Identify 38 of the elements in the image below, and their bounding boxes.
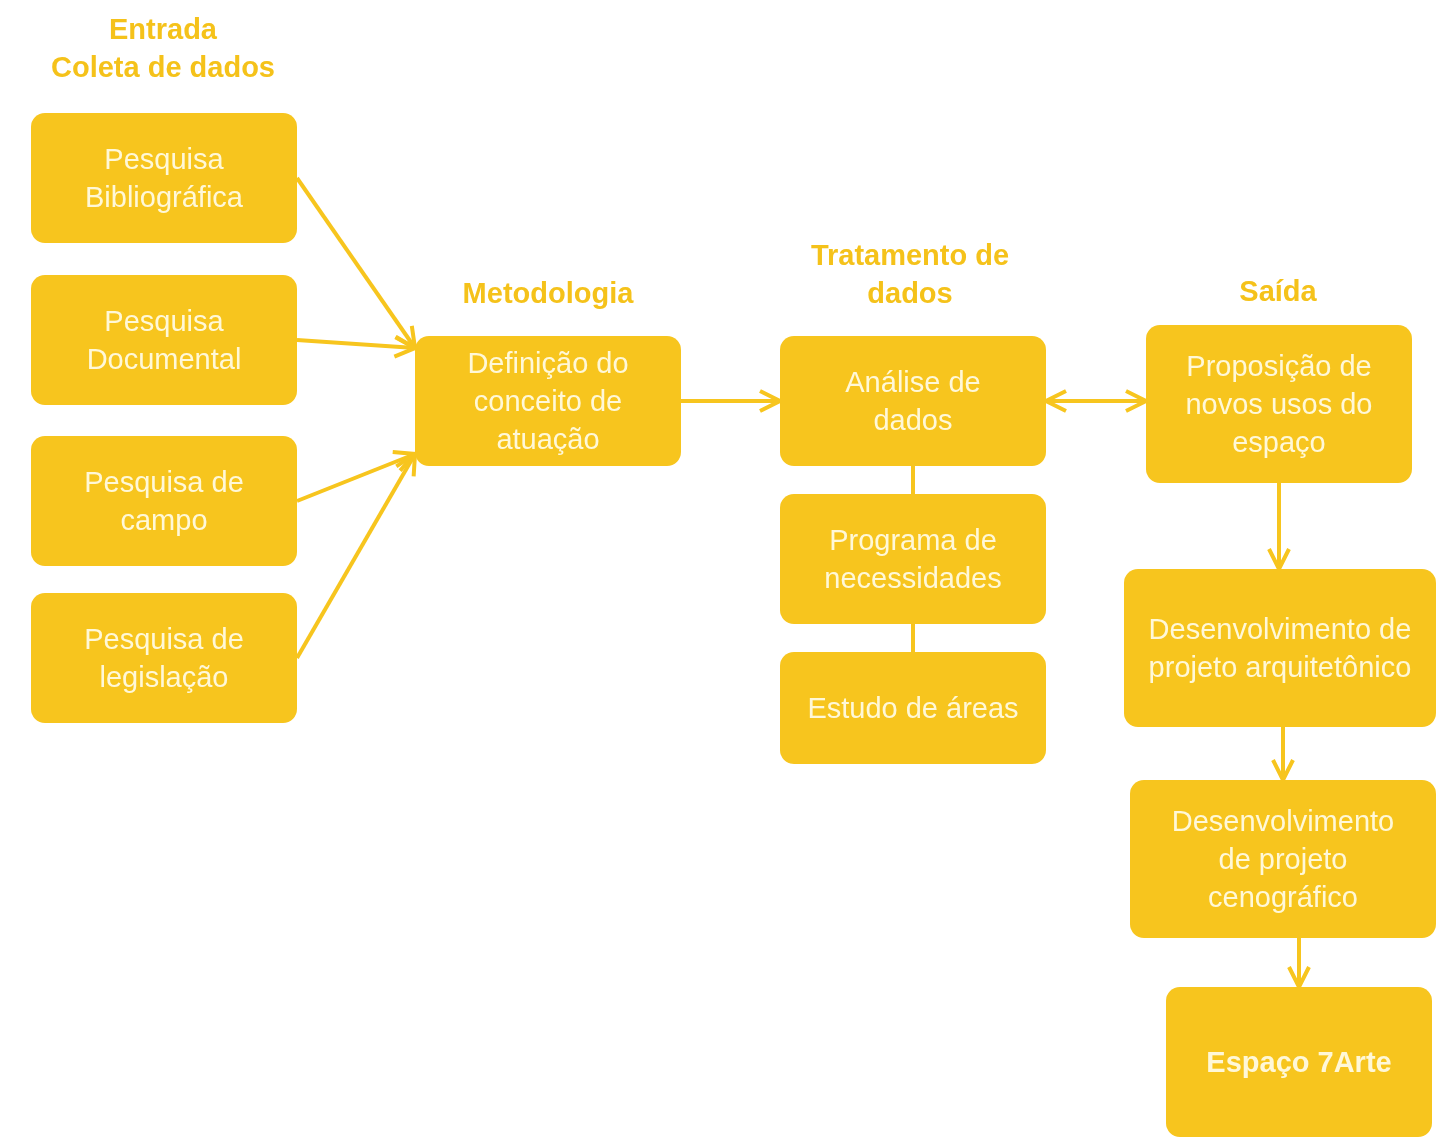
arrow xyxy=(1287,938,1311,989)
box-text: Definição do conceito de atuação xyxy=(466,346,630,457)
box-text: Análise de dados xyxy=(844,365,982,438)
arrow xyxy=(296,450,417,503)
box-text: Programa de necessidades xyxy=(823,523,1003,596)
process-box xyxy=(415,336,681,466)
box-text: Desenvolvimento de projeto arquitetônico xyxy=(1148,612,1412,685)
column-heading: Metodologia xyxy=(461,276,635,311)
arrow xyxy=(296,334,417,359)
process-box xyxy=(780,652,1046,764)
column-heading: Tratamento de dados xyxy=(809,238,1011,311)
process-box xyxy=(31,113,297,243)
box-text: Pesquisa de campo xyxy=(83,465,245,538)
arrow xyxy=(681,389,782,413)
process-box xyxy=(31,275,297,405)
column-heading: Entrada xyxy=(108,12,218,47)
column-heading: Coleta de dados xyxy=(50,50,276,85)
process-box xyxy=(780,336,1046,466)
process-box xyxy=(1146,325,1412,483)
connector-line xyxy=(911,466,915,494)
box-text: Espaço 7Arte xyxy=(1206,1045,1392,1080)
box-text: Pesquisa Bibliográfica xyxy=(84,142,244,215)
box-text: Proposição de novos usos do espaço xyxy=(1184,349,1374,460)
process-box xyxy=(1124,569,1436,727)
box-text: Pesquisa de legislação xyxy=(83,622,245,695)
process-box xyxy=(1130,780,1436,938)
box-text: Estudo de áreas xyxy=(807,691,1019,726)
arrow xyxy=(1267,483,1291,571)
process-box xyxy=(1166,987,1432,1137)
column-heading: Saída xyxy=(1238,274,1318,309)
process-box xyxy=(31,436,297,566)
box-text: Pesquisa Documental xyxy=(85,304,243,377)
box-text: Desenvolvimento de projeto cenográfico xyxy=(1170,804,1396,915)
connector-line xyxy=(911,624,915,652)
process-box xyxy=(780,494,1046,624)
arrow xyxy=(1044,389,1148,413)
arrow xyxy=(1271,727,1295,782)
process-box xyxy=(31,593,297,723)
